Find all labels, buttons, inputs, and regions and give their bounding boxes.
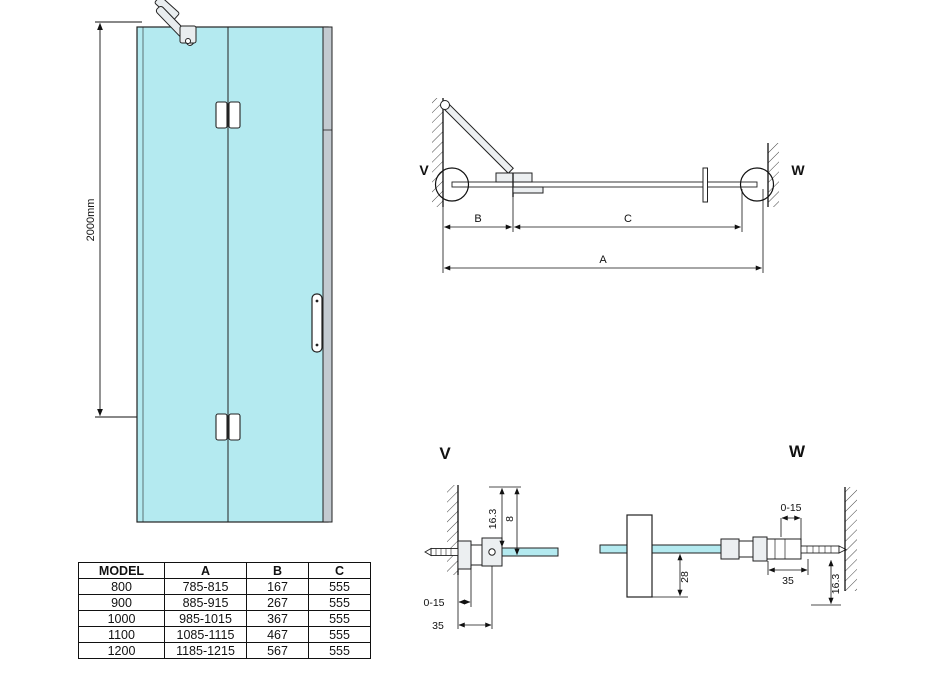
cell-model: 800 xyxy=(78,578,165,595)
size-table-row: 1000 985-1015 367 555 xyxy=(78,610,371,627)
plan-wall-left xyxy=(432,98,444,207)
door-handle xyxy=(311,293,323,353)
detail-w-screw xyxy=(800,545,848,554)
plan-hinge xyxy=(512,173,544,197)
plan-label-v: V xyxy=(419,162,429,178)
cell-c: 555 xyxy=(308,610,371,627)
cell-c: 555 xyxy=(308,578,371,595)
wall-profile-right xyxy=(322,26,333,523)
size-table-row: 1200 1185-1215 567 555 xyxy=(78,642,371,659)
detail-w-drawing: W xyxy=(599,442,857,606)
cell-b: 467 xyxy=(246,626,309,643)
size-table-row: 800 785-815 167 555 xyxy=(78,578,371,595)
detail-v-dim-adjust: 0-15 xyxy=(423,597,444,609)
detail-w-wall xyxy=(844,487,857,591)
plan-handle xyxy=(702,167,708,203)
cell-a: 1185-1215 xyxy=(164,642,247,659)
cell-model: 1000 xyxy=(78,610,165,627)
cell-model: 1100 xyxy=(78,626,165,643)
glass-pane xyxy=(136,26,329,523)
cell-b: 367 xyxy=(246,610,309,627)
detail-w-title: W xyxy=(789,442,806,461)
cell-model: 1200 xyxy=(78,642,165,659)
top-support-arm xyxy=(154,0,197,47)
front-height-label: 2000mm xyxy=(85,199,97,242)
col-header-b: B xyxy=(246,562,309,579)
detail-w-dim-overlap: 28 xyxy=(679,571,691,583)
hinge-top xyxy=(215,101,241,129)
detail-w-dim-adjust: 0-15 xyxy=(780,502,801,514)
plan-support-arm xyxy=(440,100,533,183)
detail-v-title: V xyxy=(439,444,451,463)
cell-a: 785-815 xyxy=(164,578,247,595)
size-table-row: 1100 1085-1115 467 555 xyxy=(78,626,371,643)
cell-a: 885-915 xyxy=(164,594,247,611)
plan-dimension-lines xyxy=(442,189,764,273)
detail-v-drawing: V 16.3 8 xyxy=(423,444,559,632)
col-header-model: MODEL xyxy=(78,562,165,579)
detail-v-bottom-dims xyxy=(457,565,493,629)
detail-w-dim-depth: 35 xyxy=(782,575,794,587)
detail-v-pivot xyxy=(481,537,503,567)
plan-label-w: W xyxy=(791,162,805,178)
detail-v-dim-thickness: 8 xyxy=(504,516,516,522)
col-header-a: A xyxy=(164,562,247,579)
detail-w-clamp-assembly xyxy=(720,536,802,562)
cell-a: 1085-1115 xyxy=(164,626,247,643)
detail-w-profile-bar xyxy=(626,514,653,598)
cell-b: 167 xyxy=(246,578,309,595)
size-table: MODEL A B C 800 785-815 167 555 900 885-… xyxy=(78,562,371,659)
detail-w-glass xyxy=(599,544,726,554)
detail-v-dim-offset: 16.3 xyxy=(487,509,499,530)
detail-v-top-dims xyxy=(489,486,521,556)
cell-c: 555 xyxy=(308,626,371,643)
detail-v-bracket xyxy=(457,540,485,570)
cell-c: 555 xyxy=(308,594,371,611)
cell-b: 267 xyxy=(246,594,309,611)
plan-view-drawing: V W B C A xyxy=(419,98,805,273)
cell-c: 555 xyxy=(308,642,371,659)
size-table-row: 900 885-915 267 555 xyxy=(78,594,371,611)
front-view-drawing: 2000mm xyxy=(85,0,333,523)
cell-a: 985-1015 xyxy=(164,610,247,627)
col-header-c: C xyxy=(308,562,371,579)
plan-wall-right xyxy=(767,143,779,207)
door-glass-panel xyxy=(136,26,329,523)
plan-dim-c: C xyxy=(624,213,632,225)
cell-model: 900 xyxy=(78,594,165,611)
detail-v-dim-depth: 35 xyxy=(432,620,444,632)
detail-w-dims xyxy=(652,515,841,606)
plan-dim-b: B xyxy=(474,213,481,225)
front-height-dimension xyxy=(95,21,142,418)
detail-w-dim-offset: 16.3 xyxy=(830,574,842,595)
size-table-header-row: MODEL A B C xyxy=(78,562,371,579)
cell-b: 567 xyxy=(246,642,309,659)
plan-glass-line xyxy=(451,181,758,188)
plan-dim-a: A xyxy=(599,254,607,266)
detail-v-wall xyxy=(447,485,459,575)
detail-marker-circle-v xyxy=(434,167,470,202)
hinge-bottom xyxy=(215,413,241,441)
detail-v-screw xyxy=(424,547,459,557)
detail-marker-circle-w xyxy=(739,167,775,202)
